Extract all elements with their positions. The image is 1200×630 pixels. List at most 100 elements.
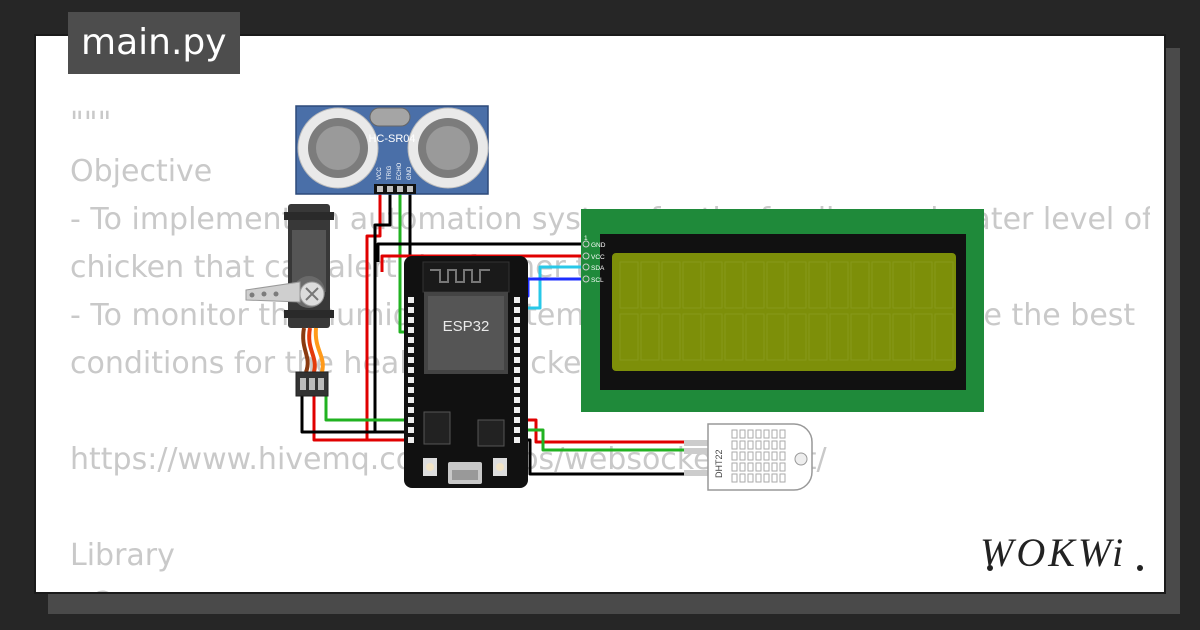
esp32-pin [514,387,520,393]
lcd-cell [850,313,870,361]
dht22-vent [779,429,786,439]
lcd-cell [850,261,870,309]
esp32-pin [514,357,520,363]
esp32-pin [408,437,414,443]
wire-servo-green [324,396,412,422]
lcd-cell [682,261,702,309]
esp32-pin [514,397,520,403]
esp32-pin [408,347,414,353]
lcd-cell [787,261,807,309]
lcd-cell [934,313,954,361]
wokwi-logo[interactable]: WOKWi [978,524,1150,580]
lcd-cell [619,261,639,309]
wire-lcd-vcc [380,254,590,272]
dht22-vent [771,462,778,472]
dht22-vent [771,451,778,461]
lcd-cell [808,313,828,361]
esp32-pin [514,367,520,373]
lcd-cell [724,313,744,361]
wire-servo-black [300,396,412,434]
lcd-cell [934,261,954,309]
lcd-cell [829,261,849,309]
dht22-vent [771,473,778,483]
dht22-vent [739,462,746,472]
dht22-vent [731,473,738,483]
lcd-cell [871,313,891,361]
esp32-board[interactable]: ESP32 [404,256,528,488]
esp32-pin [408,327,414,333]
esp32-pin [408,397,414,403]
file-tab-main-py[interactable]: main.py [68,12,240,74]
dht22-vent [755,473,762,483]
ultrasonic-sensor[interactable]: HC-SR04 VCC TRIG ECHO GND [295,105,489,195]
esp32-pin [514,307,520,313]
wokwi-logo-text: WOKWi [980,530,1126,575]
lcd-cell [703,261,723,309]
esp32-pin [408,407,414,413]
lcd-cell [913,261,933,309]
dht22-vent [739,429,746,439]
esp32-pin [514,297,520,303]
lcd-cell [829,313,849,361]
wire-dht-green [517,428,690,452]
dht22-vent [731,451,738,461]
dht22-vent [747,462,754,472]
lcd-pin-scl: SCL [591,277,604,284]
esp32-pin [408,367,414,373]
dht22-vent [779,473,786,483]
dht22-vent [731,429,738,439]
esp32-pin [408,427,414,433]
lcd-cell [640,261,660,309]
sensor-pin-trig: TRIG [387,165,393,180]
lcd-character-grid [619,261,954,361]
esp32-pins-right [514,297,520,443]
esp32-pin [408,297,414,303]
dht22-vent [755,451,762,461]
esp32-pin [514,327,520,333]
dht22-vent [771,429,778,439]
lcd-cell [766,313,786,361]
esp32-pin [514,337,520,343]
dht22-vent [747,473,754,483]
dht22-vent [739,440,746,450]
esp32-pin [514,437,520,443]
dht22-vent [755,429,762,439]
lcd-display[interactable]: 1 GND VCC SDA SCL [581,209,984,412]
esp32-pin [408,417,414,423]
dht22-vent [731,440,738,450]
sensor-label: HC-SR04 [368,133,415,145]
lcd-cell [745,313,765,361]
dht22-vent [763,429,770,439]
lcd-cell [766,261,786,309]
dht22-vent [779,462,786,472]
lcd-pin-gnd: GND [591,242,606,249]
lcd-cell [913,313,933,361]
dht22-vent [731,462,738,472]
dht22-vent [763,440,770,450]
esp32-pin [514,347,520,353]
lcd-cell [787,313,807,361]
lcd-cell [682,313,702,361]
lcd-pin-1: 1 [584,235,588,242]
sensor-pin-echo: ECHO [397,162,403,180]
lcd-cell [661,313,681,361]
esp32-pin [408,307,414,313]
lcd-cell [892,313,912,361]
lcd-pin-sda: SDA [591,265,605,272]
esp32-pin [408,357,414,363]
esp32-label: ESP32 [443,318,490,335]
dht22-vent [747,440,754,450]
dht22-vent [779,451,786,461]
lcd-pin-vcc: VCC [591,254,605,261]
servo-motor[interactable] [245,204,334,397]
dht22-vent [755,440,762,450]
lcd-cell [892,261,912,309]
sensor-pin-vcc: VCC [377,167,383,180]
esp32-pin [514,317,520,323]
lcd-cell [640,313,660,361]
dht22-vent [763,451,770,461]
dht22-sensor[interactable]: DHT22 [684,423,813,491]
wire-lcd-sda [517,265,590,310]
dht22-vent [779,440,786,450]
